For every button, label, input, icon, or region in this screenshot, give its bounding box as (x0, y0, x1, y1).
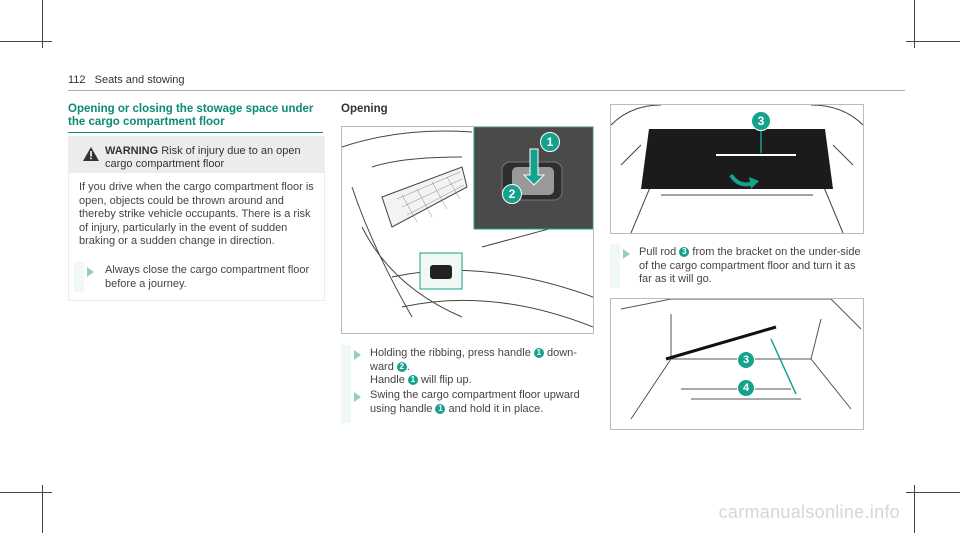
crop-mark (0, 41, 52, 42)
step2-text-a: Swing the cargo compartment floor upward… (370, 389, 580, 415)
step-bullet-icon (623, 249, 630, 259)
callout-3: 3 (751, 111, 771, 131)
crop-mark (914, 0, 915, 48)
rod-step-text-a: Pull rod (639, 246, 677, 258)
step-bar (341, 345, 351, 423)
opening-step-1: Holding the ribbing, press handle 1 down… (370, 347, 577, 386)
warning-header: WARNING Risk of injury due to an open ca… (69, 137, 324, 173)
crop-mark (42, 485, 43, 533)
warning-body: If you drive when the cargo compartment … (79, 181, 314, 247)
crop-mark (0, 492, 52, 493)
running-title: Seats and stowing (94, 74, 185, 86)
section-rule (68, 132, 323, 133)
warning-label: WARNING (105, 145, 159, 157)
handle-2-badge: 2 (396, 361, 407, 372)
header-rule (68, 90, 905, 91)
step-bullet-icon (354, 350, 361, 360)
rod-illustration: 3 4 (610, 298, 864, 430)
callout-1: 1 (540, 132, 560, 152)
cargo-floor-raised-illustration: 3 (610, 104, 864, 234)
crop-mark (906, 41, 960, 42)
callout-4: 4 (737, 379, 755, 397)
opening-step-2: Swing the cargo compartment floor upward… (370, 389, 592, 416)
page-header: 112 Seats and stowing (68, 74, 185, 86)
page-number: 112 (68, 74, 86, 86)
raised-floor-drawing (611, 105, 863, 233)
rod-step-text-b: from the bracket on the under-side of th… (639, 246, 861, 285)
cargo-floor-illustration: 1 2 (341, 126, 594, 334)
handle-1-badge: 1 (533, 348, 544, 358)
step2-text-b: and hold it in place. (448, 402, 544, 415)
crop-mark (914, 485, 915, 533)
step1-text-a: Holding the ribbing, press handle (370, 347, 531, 359)
cargo-floor-drawing (342, 127, 593, 328)
step1-text-b: down-ward (370, 347, 577, 373)
handle-1-badge: 1 (435, 403, 446, 414)
rod-step: Pull rod 3 from the bracket on the under… (639, 246, 861, 287)
callout-3: 3 (737, 351, 755, 369)
step-bullet-icon (354, 392, 361, 402)
warning-triangle-icon (83, 147, 99, 161)
rod-3-badge: 3 (679, 247, 690, 257)
handle-1-badge: 1 (407, 375, 418, 385)
step-bullet-icon (87, 267, 94, 277)
watermark: carmanualsonline.info (718, 502, 900, 522)
crop-mark (42, 0, 43, 48)
warning-step: Always close the cargo compartment floor… (105, 264, 310, 290)
section-title: Opening or closing the stowage space und… (68, 103, 314, 128)
step1-text-c: Handle (370, 374, 405, 386)
step-bar (74, 262, 84, 292)
warning-box: WARNING Risk of injury due to an open ca… (68, 136, 325, 301)
warning-headline: WARNING Risk of injury due to an open ca… (105, 145, 315, 171)
crop-mark (906, 492, 960, 493)
opening-title: Opening (341, 103, 388, 115)
step-bar (610, 244, 620, 288)
callout-2: 2 (502, 184, 522, 204)
warning-headline-text: Risk of injury due to an open cargo comp… (105, 145, 301, 170)
step1-text-d: will flip up. (420, 374, 472, 386)
